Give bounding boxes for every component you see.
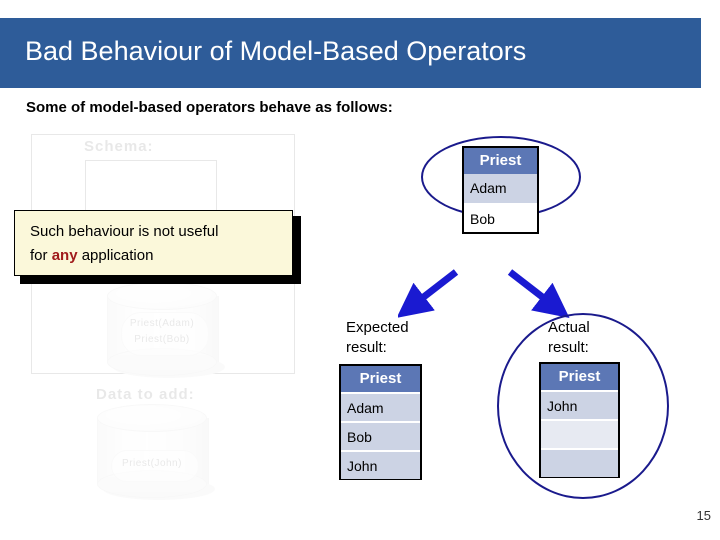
database-shadow bbox=[113, 356, 225, 378]
data-to-add-label: Data to add: bbox=[96, 386, 195, 403]
callout-line-1: Such behaviour is not useful bbox=[30, 223, 219, 240]
expected-result-label-line1: Expected bbox=[346, 319, 409, 336]
intro-text: Some of model-based operators behave as … bbox=[26, 99, 393, 116]
add-db-line-1: Priest(John) bbox=[122, 458, 182, 469]
database-label-plate bbox=[121, 312, 209, 356]
table-row bbox=[541, 448, 618, 477]
database-bottom-disc bbox=[97, 470, 207, 498]
data-to-add-database-cylinder: Priest(John) bbox=[97, 404, 215, 500]
expected-result-label-line2: result: bbox=[346, 339, 387, 356]
schema-db-line-1: Priest(Adam) bbox=[129, 318, 195, 329]
table-row: Adam bbox=[464, 174, 537, 203]
schema-label: Schema: bbox=[84, 138, 154, 155]
actual-highlight-oval bbox=[497, 313, 669, 499]
callout-emphasis-any: any bbox=[51, 247, 78, 264]
table-row: Bob bbox=[464, 203, 537, 232]
arrow-to-actual bbox=[507, 269, 570, 318]
page-number: 15 bbox=[696, 508, 711, 523]
source-table: Priest Adam Bob bbox=[462, 146, 539, 234]
actual-result-label-line2: result: bbox=[548, 339, 589, 356]
database-body bbox=[107, 296, 219, 362]
expected-result-table: Priest Adam Bob John bbox=[339, 364, 422, 480]
database-shadow bbox=[103, 478, 215, 500]
table-row: John bbox=[341, 450, 420, 479]
actual-result-label-line1: Actual bbox=[548, 319, 590, 336]
schema-database-cylinder: Priest(Adam) Priest(Bob) bbox=[107, 282, 225, 378]
table-row: Bob bbox=[341, 421, 420, 450]
database-body bbox=[97, 418, 209, 484]
database-top-disc bbox=[97, 404, 207, 432]
source-table-header: Priest bbox=[464, 148, 537, 174]
table-row bbox=[541, 419, 618, 448]
callout-box: Such behaviour is not useful for any app… bbox=[14, 210, 293, 276]
arrow-to-expected bbox=[398, 269, 459, 318]
database-top-disc bbox=[107, 282, 217, 310]
expected-table-header: Priest bbox=[341, 366, 420, 392]
table-row: John bbox=[541, 390, 618, 419]
table-row: Adam bbox=[341, 392, 420, 421]
database-bottom-disc bbox=[107, 348, 217, 376]
callout-line-2: for any application bbox=[30, 247, 153, 264]
callout-line-2-prefix: for bbox=[30, 247, 52, 264]
actual-result-label: Actual result: bbox=[548, 318, 590, 358]
expected-result-label: Expected result: bbox=[346, 318, 409, 358]
callout-line-2-suffix: application bbox=[77, 247, 154, 264]
title-bar bbox=[0, 18, 701, 88]
actual-result-table: Priest John bbox=[539, 362, 620, 478]
database-label-plate bbox=[111, 450, 199, 482]
page-title: Bad Behaviour of Model-Based Operators bbox=[25, 36, 527, 66]
actual-table-header: Priest bbox=[541, 364, 618, 390]
schema-db-line-2: Priest(Bob) bbox=[134, 334, 190, 345]
